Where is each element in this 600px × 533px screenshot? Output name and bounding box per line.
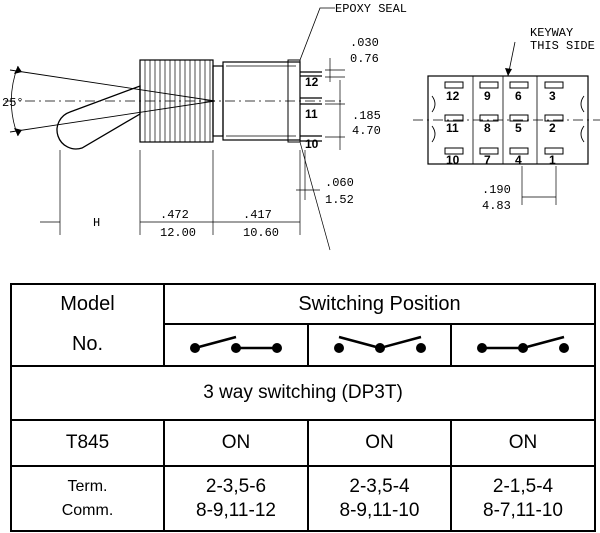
side-pin-11: 11 <box>305 107 318 121</box>
dim-472: .472 <box>160 208 189 222</box>
dim-1200: 12.00 <box>160 226 196 240</box>
switch-position-2 <box>307 323 452 367</box>
state-3: ON <box>449 419 597 467</box>
state-2: ON <box>307 419 452 467</box>
terms-3-line2: 8-7,11-10 <box>483 499 563 521</box>
terms-1: 2-3,5-6 8-9,11-12 <box>163 465 309 532</box>
dim-190: .190 <box>482 183 511 197</box>
term-comm-label: Term. Comm. <box>10 465 165 532</box>
terms-1-line2: 8-9,11-12 <box>196 499 276 521</box>
terms-3-line1: 2-1,5-4 <box>492 475 554 497</box>
model-header: Model <box>10 283 165 324</box>
dim-076: 0.76 <box>350 52 379 66</box>
switch-position-1 <box>163 323 309 367</box>
dim-483: 4.83 <box>482 199 511 213</box>
terms-2: 2-3,5-4 8-9,11-10 <box>307 465 452 532</box>
side-pin-12: 12 <box>305 75 319 89</box>
side-pin-10: 10 <box>305 137 319 151</box>
pin-1: 1 <box>549 153 556 167</box>
switching-type: 3 way switching (DP3T) <box>9 365 597 421</box>
angle-label: 25° <box>2 96 24 110</box>
comm-label: Comm. <box>61 501 114 519</box>
model-no-header: No. <box>10 324 165 367</box>
switch-center-icon <box>333 335 426 353</box>
side-view <box>5 7 345 251</box>
dim-h: H <box>93 216 100 230</box>
pin-4: 4 <box>515 153 522 167</box>
dim-185: .185 <box>352 109 381 123</box>
terms-2-line2: 8-9,11-10 <box>339 499 420 521</box>
state-1: ON <box>163 419 309 467</box>
keyway-label: KEYWAY <box>530 26 573 40</box>
switch-right-icon <box>477 335 569 353</box>
dim-152: 1.52 <box>325 193 354 207</box>
pin-3: 3 <box>549 89 556 103</box>
technical-drawing: 25° EPOXY SEAL 12 11 10 .030 0.76 .185 4… <box>2 2 600 251</box>
pin-12: 12 <box>446 89 460 103</box>
pin-9: 9 <box>484 89 491 103</box>
dim-1060: 10.60 <box>243 226 279 240</box>
switch-position-3 <box>449 323 597 367</box>
pin-2: 2 <box>549 121 556 135</box>
terms-3: 2-1,5-4 8-7,11-10 <box>449 465 597 532</box>
terms-2-line1: 2-3,5-4 <box>349 475 410 497</box>
pin-10: 10 <box>446 153 460 167</box>
model-name: T845 <box>10 419 165 467</box>
terms-1-line1: 2-3,5-6 <box>205 475 267 497</box>
pin-5: 5 <box>515 121 522 135</box>
epoxy-seal-label: EPOXY SEAL <box>335 2 407 16</box>
dim-030: .030 <box>350 36 379 50</box>
term-label: Term. <box>67 477 108 495</box>
pin-11: 11 <box>446 121 459 135</box>
pin-8: 8 <box>484 121 491 135</box>
keyway-this-side-label: THIS SIDE <box>530 39 595 53</box>
switching-position-header: Switching Position <box>162 283 597 325</box>
dim-417: .417 <box>243 208 272 222</box>
dim-470: 4.70 <box>352 124 381 138</box>
pin-7: 7 <box>484 153 491 167</box>
dim-060: .060 <box>325 176 354 190</box>
switching-spec-table: Model Switching Position No. <box>9 283 597 532</box>
switch-left-icon <box>190 335 282 353</box>
bottom-view <box>413 41 600 205</box>
pin-6: 6 <box>515 89 522 103</box>
